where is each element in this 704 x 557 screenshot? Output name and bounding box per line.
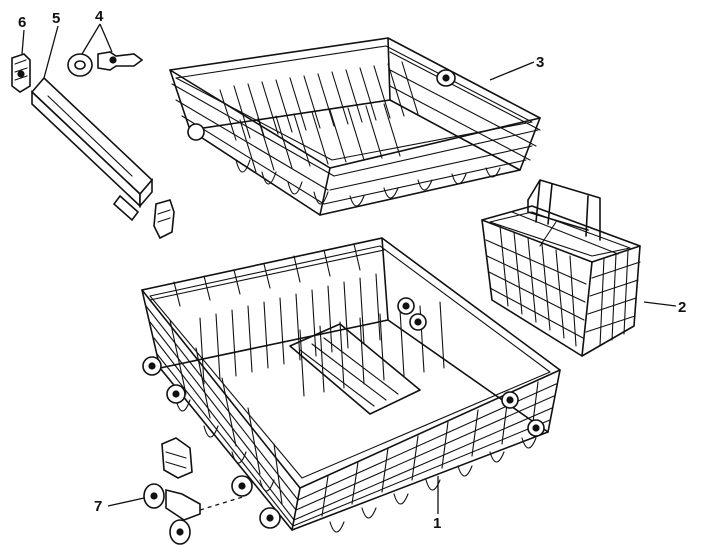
part-7-wheel-assembly — [143, 437, 247, 545]
callout-labels: 6 5 4 3 2 1 7 — [18, 8, 686, 532]
part-1-lower-rack — [141, 237, 561, 533]
callout-1: 1 — [433, 515, 441, 532]
callout-3: 3 — [536, 54, 544, 71]
callout-2: 2 — [678, 299, 686, 316]
leader-lines — [21, 23, 677, 514]
callout-7: 7 — [94, 498, 102, 515]
callout-5: 5 — [52, 10, 60, 27]
rail-end-clip — [153, 199, 175, 240]
part-3-upper-rack — [169, 37, 541, 216]
part-2-silverware-basket — [481, 179, 641, 357]
callout-6: 6 — [18, 14, 26, 31]
part-5-rack-rail — [30, 76, 154, 222]
part-4-roller-assembly — [67, 51, 144, 77]
part-6-end-cap — [11, 53, 31, 93]
callout-4: 4 — [95, 8, 104, 25]
